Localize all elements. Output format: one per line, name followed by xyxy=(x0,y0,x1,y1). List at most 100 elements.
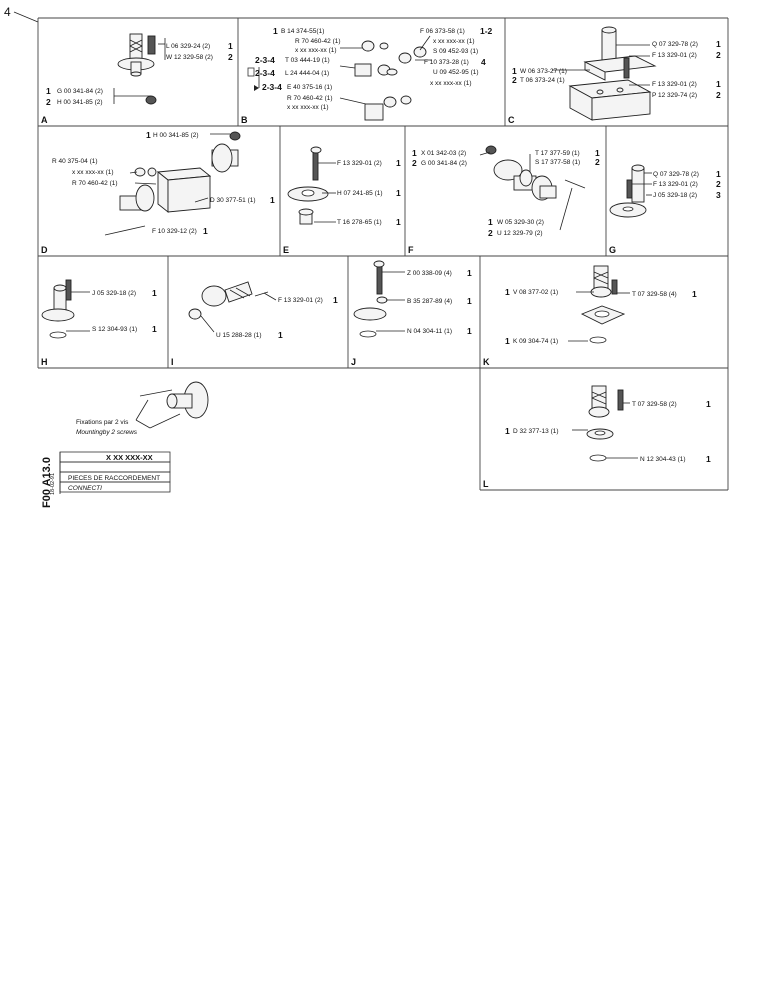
cell-e-ref-1: F 13 329-01 (2) xyxy=(337,160,382,167)
cell-l-ref-2: D 32 377-13 (1) xyxy=(513,428,559,435)
cell-h-drawing xyxy=(41,279,90,339)
cell-b-qty-4: 2-3-4 xyxy=(255,55,275,65)
cell-h-qty-2: 1 xyxy=(152,324,157,334)
cell-a-ref-3: G 00 341-84 (2) xyxy=(57,88,103,95)
cell-a-drawing xyxy=(113,33,166,105)
cell-h-qty-1: 1 xyxy=(152,288,157,298)
cell-d-ref-5: D 30 377-51 (1) xyxy=(210,197,256,204)
cell-b-qty-12: 4 xyxy=(481,57,486,67)
cell-g-ref-3: J 05 329-18 (2) xyxy=(653,192,697,199)
cell-b-ref-7: R 70 460-42 (1) xyxy=(287,95,333,102)
cell-c-qty-2: 2 xyxy=(716,50,721,60)
cell-c-qty-6: 2 xyxy=(716,90,721,100)
cell-letter-l: L xyxy=(483,479,489,489)
cell-b-qty-5: 2-3-4 xyxy=(255,68,275,78)
cell-f-qty-4: 2 xyxy=(595,157,600,167)
cell-b-qty-1: 1 xyxy=(273,26,278,36)
cell-f-ref-6: U 12 329-79 (2) xyxy=(497,230,543,237)
fixings-note-fr: Fixations par 2 vis xyxy=(76,419,129,426)
cell-e-drawing xyxy=(287,146,336,225)
cell-j-ref-3: N 04 304-11 (1) xyxy=(407,328,452,335)
cell-f-drawing xyxy=(479,145,586,231)
title-block-date: 18-02-91 xyxy=(50,473,56,495)
cell-a-qty-3: 1 xyxy=(46,86,51,96)
cell-e-ref-2: H 07 241-85 (1) xyxy=(337,190,383,197)
cell-l-drawing xyxy=(572,385,638,462)
fixings-note-en: Mountingby 2 screws xyxy=(76,429,138,436)
cell-h-ref-1: J 05 329-18 (2) xyxy=(92,290,136,297)
cell-f-qty-2: 2 xyxy=(412,158,417,168)
cell-c-drawing xyxy=(552,26,657,121)
cell-g-ref-2: F 13 329-01 (2) xyxy=(653,181,698,188)
cell-f-ref-5: W 05 329-30 (2) xyxy=(497,219,544,226)
cell-k-ref-1: V 08 377-02 (1) xyxy=(513,289,558,296)
cell-e-qty-1: 1 xyxy=(396,158,401,168)
cell-j-qty-3: 1 xyxy=(467,326,472,336)
cell-a-qty-1: 1 xyxy=(228,41,233,51)
cell-l-qty-2: 1 xyxy=(505,426,510,436)
cell-letter-h: H xyxy=(41,357,48,367)
cell-b-drawing xyxy=(247,35,432,121)
cell-b-ref-6: E 40 375-16 (1) xyxy=(287,84,332,91)
cell-f-qty-6: 2 xyxy=(488,228,493,238)
cell-f-ref-3: T 17 377-59 (1) xyxy=(535,150,580,157)
cell-b-ref-5: L 24 444-04 (1) xyxy=(285,70,329,77)
cell-d-ref-1: H 00 341-85 (2) xyxy=(153,132,199,139)
cell-g-ref-1: Q 07 329-78 (2) xyxy=(653,171,699,178)
cell-e-ref-3: T 16 278-65 (1) xyxy=(337,219,382,226)
cell-f-qty-5: 1 xyxy=(488,217,493,227)
cell-b-ref-3: x xx xxx-xx (1) xyxy=(295,47,337,54)
cell-c-ref-5: F 13 329-01 (2) xyxy=(652,81,697,88)
cell-c-ref-2: F 13 329-01 (2) xyxy=(652,52,697,59)
title-block-ref: X XX XXX-XX xyxy=(106,453,153,462)
cell-c-qty-3: 1 xyxy=(512,66,517,76)
cell-j-ref-1: Z 00 338-09 (4) xyxy=(407,270,452,277)
title-block-fr: PIECES DE RACCORDEMENT xyxy=(68,475,160,482)
grid-lines xyxy=(37,17,729,491)
cell-letter-f: F xyxy=(408,245,414,255)
cell-d-qty-1: 1 xyxy=(146,130,151,140)
cell-f-ref-4: S 17 377-58 (1) xyxy=(535,159,580,166)
cell-j-qty-2: 1 xyxy=(467,296,472,306)
cell-d-qty-5: 1 xyxy=(270,195,275,205)
cell-b-ref-1: B 14 374-55(1) xyxy=(281,28,324,35)
cell-d-qty-6: 1 xyxy=(203,226,208,236)
cell-d-drawing xyxy=(104,131,241,236)
cell-l-qty-1: 1 xyxy=(706,399,711,409)
cell-c-qty-1: 1 xyxy=(716,39,721,49)
cell-c-ref-6: P 12 329-74 (2) xyxy=(652,92,697,99)
cell-b-ref-8: x xx xxx-xx (1) xyxy=(287,104,329,111)
cell-i-drawing xyxy=(188,281,277,333)
cell-letter-g: G xyxy=(609,245,616,255)
sheet-code: F00 A13.0 xyxy=(41,457,53,508)
cell-k-ref-2: T 07 329-58 (4) xyxy=(632,291,677,298)
cell-e-qty-2: 1 xyxy=(396,188,401,198)
cell-c-ref-4: T 06 373-24 (1) xyxy=(520,77,565,84)
cell-b-ref-4: T 03 444-19 (1) xyxy=(285,57,330,64)
cell-c-ref-1: Q 07 329-78 (2) xyxy=(652,41,698,48)
cell-letter-c: C xyxy=(508,115,515,125)
cell-i-ref-2: U 15 288-28 (1) xyxy=(216,332,262,339)
cell-letter-d: D xyxy=(41,245,48,255)
cell-a-ref-1: L 06 329-24 (2) xyxy=(166,43,210,50)
cell-b-ref-11: S 09 452-93 (1) xyxy=(433,48,478,55)
cell-g-qty-1: 1 xyxy=(716,169,721,179)
cell-a-qty-2: 2 xyxy=(228,52,233,62)
cell-a-qty-4: 2 xyxy=(46,97,51,107)
corner-mark: 4 xyxy=(4,5,11,19)
cell-letter-a: A xyxy=(41,115,48,125)
cell-l-ref-3: N 12 304-43 (1) xyxy=(640,456,686,463)
corner-tick xyxy=(13,11,39,23)
cell-b-ref-9: F 06 373-58 (1) xyxy=(420,28,465,35)
cell-b-ref-2: R 70 460-42 (1) xyxy=(295,38,341,45)
cell-a-ref-2: W 12 329-58 (2) xyxy=(166,54,213,61)
cell-letter-j: J xyxy=(351,357,356,367)
cell-letter-e: E xyxy=(283,245,289,255)
cell-b-qty-9: 1-2 xyxy=(480,26,493,36)
title-block: X XX XXX-XX PIECES DE RACCORDEMENT CONNE… xyxy=(50,451,171,495)
cell-c-ref-3: W 06 373-27 (1) xyxy=(520,68,567,75)
cell-d-ref-6: F 10 329-12 (2) xyxy=(152,228,197,235)
cell-d-ref-3: x xx xxx-xx (1) xyxy=(72,169,114,176)
cell-g-drawing xyxy=(609,164,652,218)
